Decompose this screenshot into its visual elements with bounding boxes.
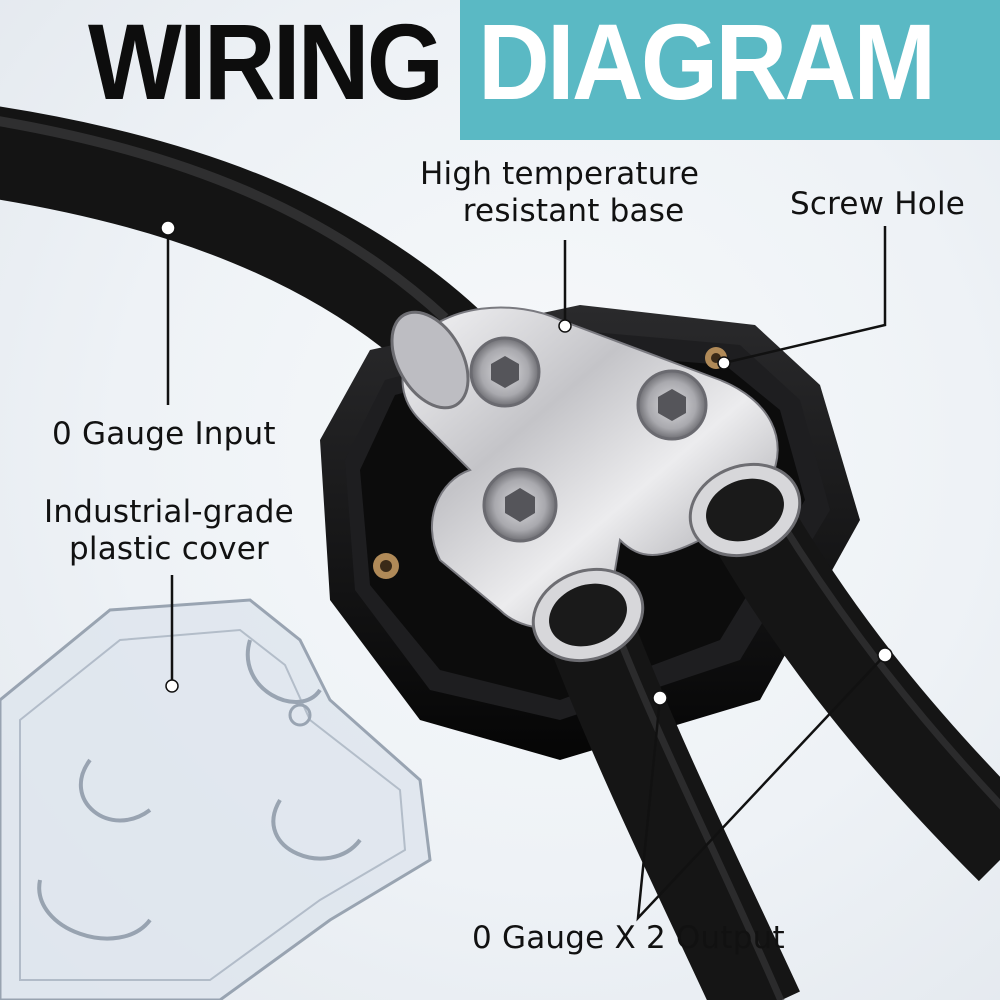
- callout-base: [558, 240, 572, 333]
- label-base-line2: resistant base: [462, 192, 685, 229]
- title-diagram: DIAGRAM: [478, 1, 936, 122]
- callout-cover: [165, 575, 179, 693]
- output-cable-right: [717, 507, 1000, 882]
- title-highlight-box: [460, 0, 1000, 140]
- label-base-line1: High temperature: [420, 156, 700, 192]
- label-input: 0 Gauge Input: [52, 416, 276, 452]
- set-screw-3: [482, 467, 558, 543]
- callout-input: [160, 220, 176, 405]
- plastic-cover: [0, 598, 432, 1000]
- label-screw-hole: Screw Hole: [790, 186, 966, 222]
- output-cable-left: [548, 614, 800, 1000]
- callout-output: [636, 647, 893, 922]
- input-cable: [0, 106, 487, 384]
- label-cover-line1: Industrial-grade: [44, 494, 294, 530]
- callout-screw-hole: [717, 226, 887, 370]
- label-base: High temperature resistant base: [420, 156, 699, 229]
- label-output: 0 Gauge X 2 Output: [472, 920, 785, 956]
- screw-hole-left: [373, 553, 399, 579]
- label-cover: Industrial-grade plastic cover: [44, 494, 294, 567]
- set-screw-2: [636, 369, 708, 441]
- set-screw-1: [469, 336, 541, 408]
- title-wiring: WIRING: [88, 1, 444, 122]
- label-cover-line2: plastic cover: [69, 530, 269, 567]
